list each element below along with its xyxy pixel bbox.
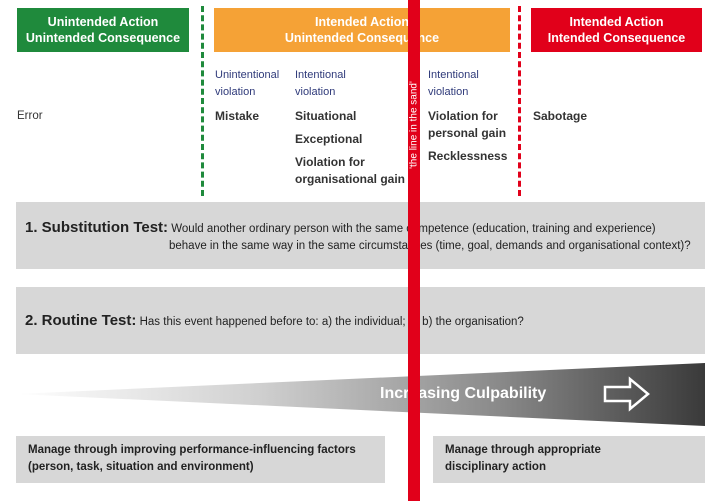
culpability-wedge-shape (16, 363, 705, 426)
culpability-wedge (16, 363, 705, 426)
header-intended-intended: Intended Action Intended Consequence (531, 8, 702, 52)
arrow-right-icon (603, 376, 650, 412)
manage-performance-line1: Manage through improving performance-inf… (28, 444, 356, 456)
label-error: Error (17, 110, 43, 122)
intentional-line2: violation (295, 86, 336, 98)
manage-disciplinary-box: Manage through appropriate disciplinary … (433, 436, 705, 483)
routine-test-title: 2. Routine Test: (25, 312, 137, 329)
header-unintended-unintended: Unintended Action Unintended Consequence (17, 8, 189, 52)
label-violation-personal: Violation for personal gain (428, 108, 506, 142)
substitution-test-question-2: behave in the same way in the same circu… (169, 240, 691, 252)
line-in-the-sand (408, 0, 420, 501)
manage-performance-box: Manage through improving performance-inf… (16, 436, 385, 483)
label-unintentional-violation: Unintentional violation (215, 67, 279, 101)
manage-performance-line2: (person, task, situation and environment… (28, 461, 254, 473)
header-right-line2: Intended Consequence (547, 31, 686, 45)
label-mistake: Mistake (215, 109, 260, 123)
intentional-line1: Intentional (295, 69, 346, 81)
routine-test-band: 2. Routine Test: Has this event happened… (16, 287, 705, 354)
header-left-line2: Unintended Consequence (25, 31, 181, 45)
violation-org-line2: organisational gain (295, 172, 406, 186)
header-right-line1: Intended Action (569, 15, 664, 29)
label-recklessness: Recklessness (428, 149, 508, 163)
intentional-right-line2: violation (428, 86, 469, 98)
unintentional-line2: violation (215, 86, 256, 98)
violation-personal-line1: Violation for (428, 109, 498, 123)
header-left-line1: Unintended Action (47, 15, 159, 29)
label-sabotage: Sabotage (533, 109, 588, 123)
manage-disciplinary-line1: Manage through appropriate (445, 444, 601, 456)
label-exceptional: Exceptional (295, 132, 363, 146)
substitution-test-band: 1. Substitution Test: Would another ordi… (16, 202, 705, 269)
routine-test-line: 2. Routine Test: Has this event happened… (25, 311, 524, 332)
violation-org-line1: Violation for (295, 155, 365, 169)
substitution-test-title: 1. Substitution Test: (25, 219, 169, 236)
violation-personal-line2: personal gain (428, 126, 507, 140)
green-dashed-divider (201, 6, 204, 196)
manage-disciplinary-line2: disciplinary action (445, 461, 546, 473)
header-middle-line2: Unintended Consequence (284, 31, 440, 45)
culpability-label: Increasing Culpability (380, 385, 547, 402)
routine-test-question: Has this event happened before to: a) th… (139, 316, 524, 328)
label-intentional-violation: Intentional violation (295, 67, 346, 101)
intentional-right-line1: Intentional (428, 69, 479, 81)
unintentional-line1: Unintentional (215, 69, 280, 81)
label-intentional-violation-right: Intentional violation (428, 67, 479, 101)
header-intended-unintended: Intended Action Unintended Consequence (214, 8, 510, 52)
red-dashed-divider (518, 6, 521, 196)
label-violation-organisational: Violation for organisational gain (295, 154, 405, 188)
header-middle-line1: Intended Action (315, 15, 409, 29)
line-in-the-sand-label: 'the line in the sand' (408, 81, 420, 169)
label-situational: Situational (295, 109, 357, 123)
